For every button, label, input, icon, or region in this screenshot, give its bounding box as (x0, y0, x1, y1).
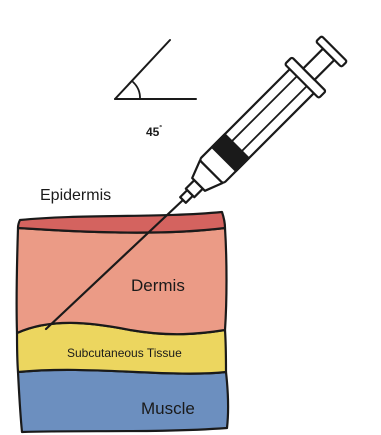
epidermis-layer (18, 212, 225, 233)
angle-indicator (115, 40, 196, 99)
muscle-layer (18, 370, 228, 432)
angle-arc (133, 82, 140, 99)
subcutaneous-label: Subcutaneous Tissue (67, 346, 182, 360)
angle-arm-diagonal (115, 40, 170, 99)
muscle-label: Muscle (141, 399, 195, 418)
tissue-block (17, 212, 229, 432)
syringe-barrel (199, 68, 315, 184)
syringe (166, 32, 351, 217)
angle-label: 45˚ (146, 124, 162, 139)
dermis-layer (17, 228, 227, 334)
epidermis-label: Epidermis (40, 187, 111, 204)
dermis-label: Dermis (131, 276, 185, 295)
